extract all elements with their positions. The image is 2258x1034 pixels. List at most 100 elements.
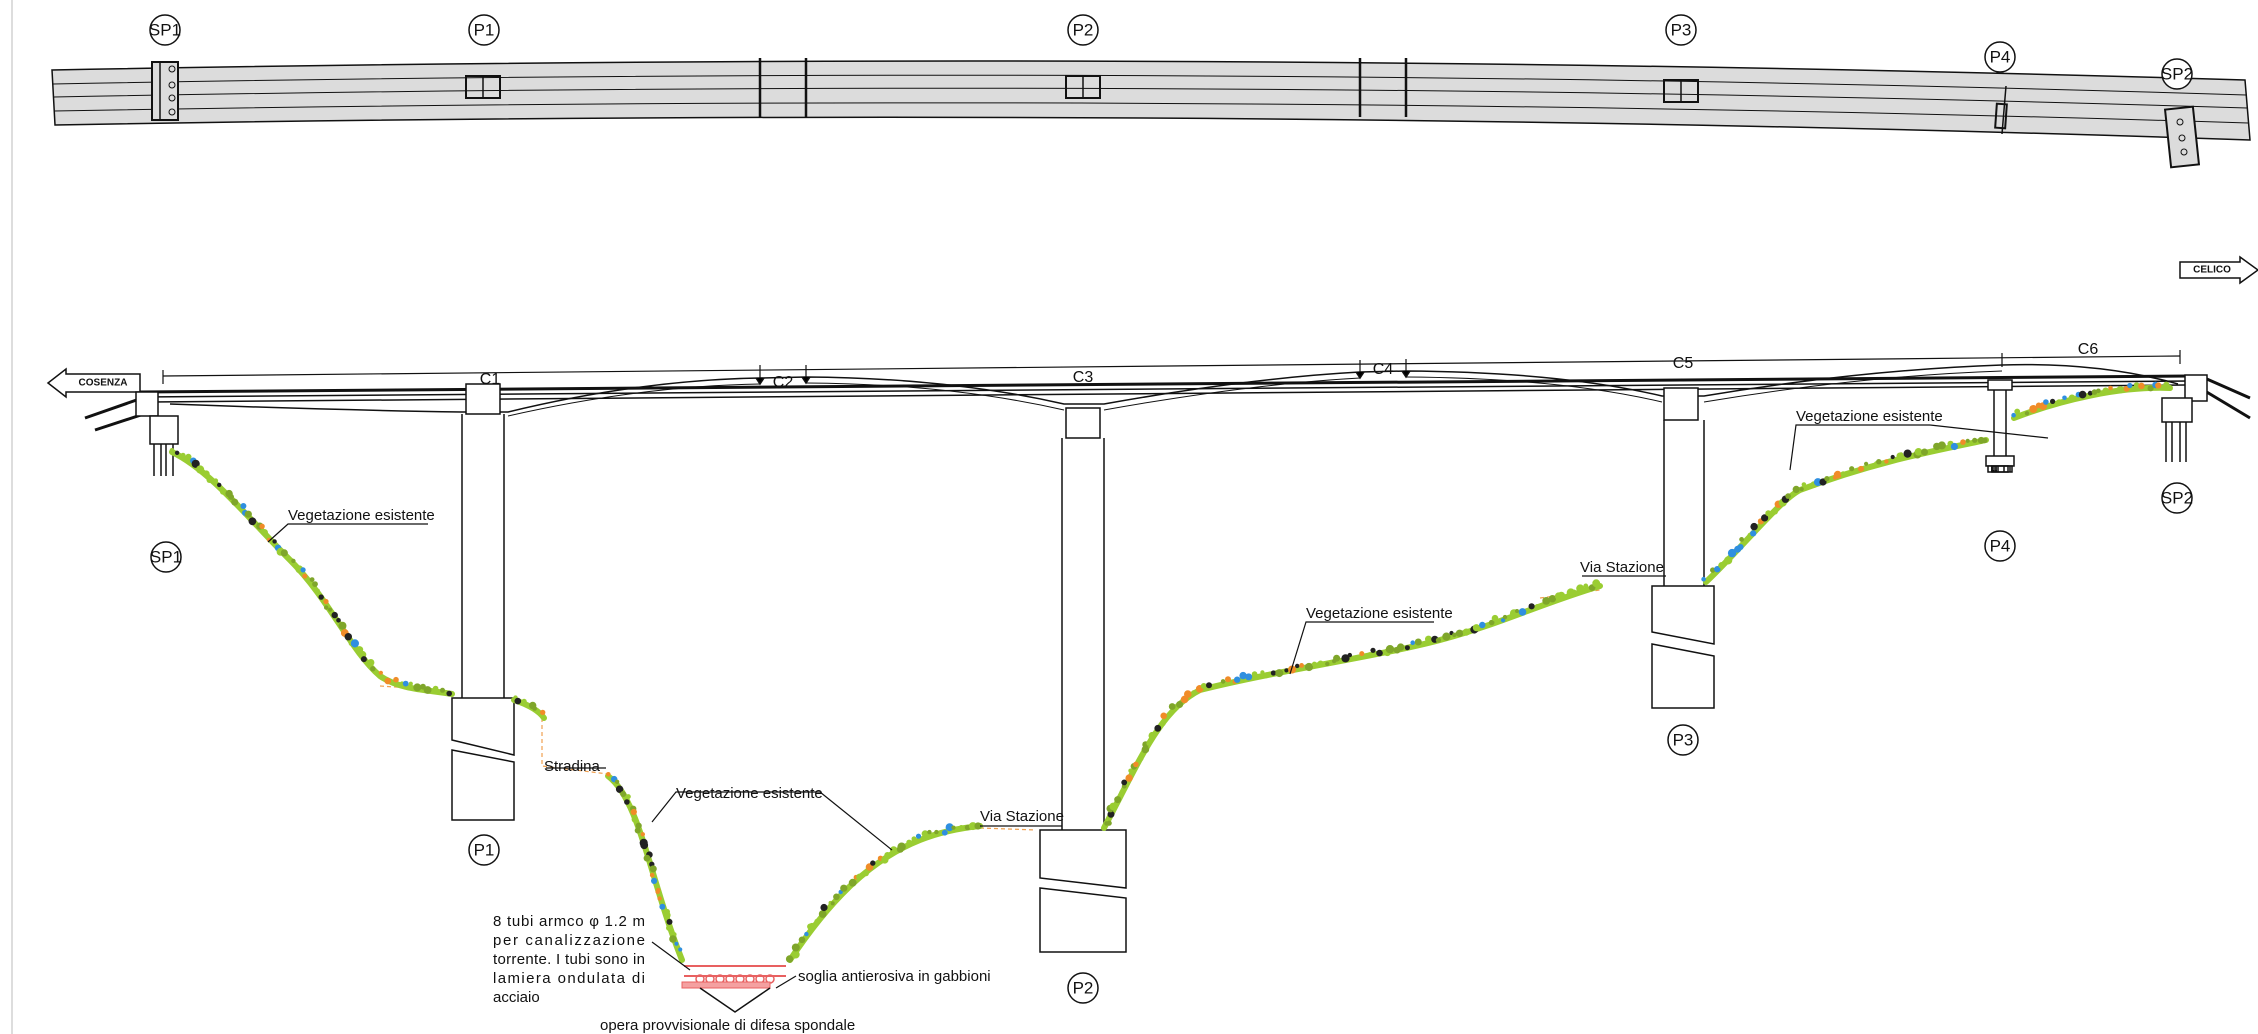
ground-dashed-lines [379, 589, 1601, 831]
vegetation-dot [393, 676, 399, 683]
vegetation-dot [2068, 394, 2076, 402]
vegetation-dot [666, 925, 672, 931]
svg-text:SP1: SP1 [150, 548, 182, 567]
span-label-c4: C4 [1373, 361, 1394, 378]
vegetation-dot [1397, 643, 1405, 651]
vegetation-dot [174, 450, 180, 455]
vegetation-dot [1799, 487, 1804, 492]
vegetation-dot [1284, 668, 1289, 673]
vegetation-dot [1571, 589, 1577, 596]
vegetation-dot [1347, 652, 1353, 658]
plan-lane-line [53, 102, 2249, 124]
vegetation-dot [378, 670, 383, 675]
vegetation-dot [2096, 388, 2101, 394]
vegetation-dot [620, 791, 627, 797]
vegetation-dot [191, 459, 200, 468]
vegetation-dot [2163, 381, 2170, 388]
vegetation-dot [213, 478, 219, 484]
vegetation-dot [1435, 637, 1441, 643]
vegetation-dot [196, 465, 205, 474]
vegetation-dot [635, 822, 642, 829]
vegetation-dot [1819, 478, 1827, 486]
vegetation-dot [1884, 459, 1889, 464]
vegetation-dot [1125, 774, 1133, 782]
vegetation-dot [2043, 399, 2049, 405]
vegetation-dot [678, 947, 683, 952]
vegetation-dot [1714, 566, 1721, 573]
vegetation-dot [640, 832, 645, 837]
vegetation-dot [1801, 482, 1807, 487]
direction-arrow-right: CELICO [2179, 255, 2258, 285]
vegetation-dot [2050, 398, 2056, 404]
vegetation-dot [1932, 449, 1937, 454]
vegetation-dot [1251, 671, 1258, 677]
vegetation-dot [446, 690, 453, 697]
plan-deck [51, 60, 2251, 141]
vegetation-dot [1133, 761, 1139, 768]
vegetation-dot [185, 453, 192, 460]
vegetation-dot [2087, 390, 2093, 396]
vegetation-dot [1737, 544, 1744, 550]
support-label-sp2: SP2 [2161, 482, 2193, 514]
vegetation-dot [1540, 603, 1545, 608]
vegetation-dot [1141, 745, 1150, 754]
vegetation-dot [1239, 671, 1247, 680]
vegetation-dot [659, 903, 666, 910]
vegetation-dot [413, 683, 422, 692]
note-pipes-line: 8 tubi armco φ 1.2 m [493, 913, 645, 930]
vegetation-dot [336, 618, 341, 623]
vegetation-dot [1146, 741, 1152, 746]
vegetation-dot [1710, 567, 1716, 573]
svg-text:P1: P1 [474, 21, 495, 40]
vegetation-dot [640, 841, 649, 850]
vegetation-dot [958, 825, 964, 830]
vegetation-dot [344, 633, 352, 641]
ground-profile [1703, 437, 1989, 585]
vegetation-dot [350, 639, 359, 648]
vegetation-dot [820, 903, 828, 912]
vegetation-dot [615, 785, 624, 793]
vegetation-dot [1355, 654, 1361, 661]
vegetation-dot [379, 674, 385, 680]
note-pipes-line: acciaio [493, 989, 540, 1006]
vegetation-dot [649, 865, 657, 873]
plan-view: SP1 P1 P2 P3 P4 SP2 [51, 14, 2251, 169]
vegetation-dot [261, 529, 268, 536]
vegetation-dot [1914, 448, 1923, 456]
plan-lane-line [53, 87, 2248, 109]
vegetation-dot [408, 681, 413, 686]
vegetation-dot [663, 911, 671, 919]
vegetation-dot [2029, 405, 2038, 413]
vegetation-dot [1765, 510, 1772, 517]
vegetation-dot [1214, 684, 1219, 689]
vegetation-dot [804, 931, 809, 937]
vegetation-dot [309, 577, 315, 582]
plan-pier-p4 [1994, 102, 2008, 130]
vegetation-dot [818, 910, 827, 918]
vegetation-dot [1542, 597, 1551, 605]
vegetation-dot [2133, 382, 2140, 388]
support-label-p1: P1 [468, 834, 500, 866]
pier-p1 [451, 383, 515, 821]
abutment-sp1 [84, 391, 179, 476]
vegetation-dot [614, 779, 620, 784]
vegetation-dot [1138, 756, 1144, 762]
vegetation-dot [1109, 802, 1117, 811]
vegetation-dot [945, 823, 954, 832]
vegetation-dot [1583, 583, 1589, 589]
vegetation-dot [423, 686, 432, 694]
span-label-c6: C6 [2078, 341, 2099, 358]
vegetation-dot [934, 829, 939, 835]
vegetation-dot [1849, 466, 1855, 472]
support-label-p4: P4 [1984, 530, 2016, 562]
vegetation-dot [1727, 548, 1737, 558]
vegetation-dot [1921, 448, 1928, 456]
vegetation-dot [1535, 604, 1540, 608]
vegetation-dot [830, 901, 835, 906]
vegetation-dot [312, 581, 318, 587]
vegetation-dot [1107, 810, 1115, 818]
vegetation-dot [1191, 690, 1196, 695]
vegetation-dot [302, 573, 308, 579]
vegetation-dot [231, 498, 239, 506]
vegetation-dot [1410, 640, 1415, 645]
